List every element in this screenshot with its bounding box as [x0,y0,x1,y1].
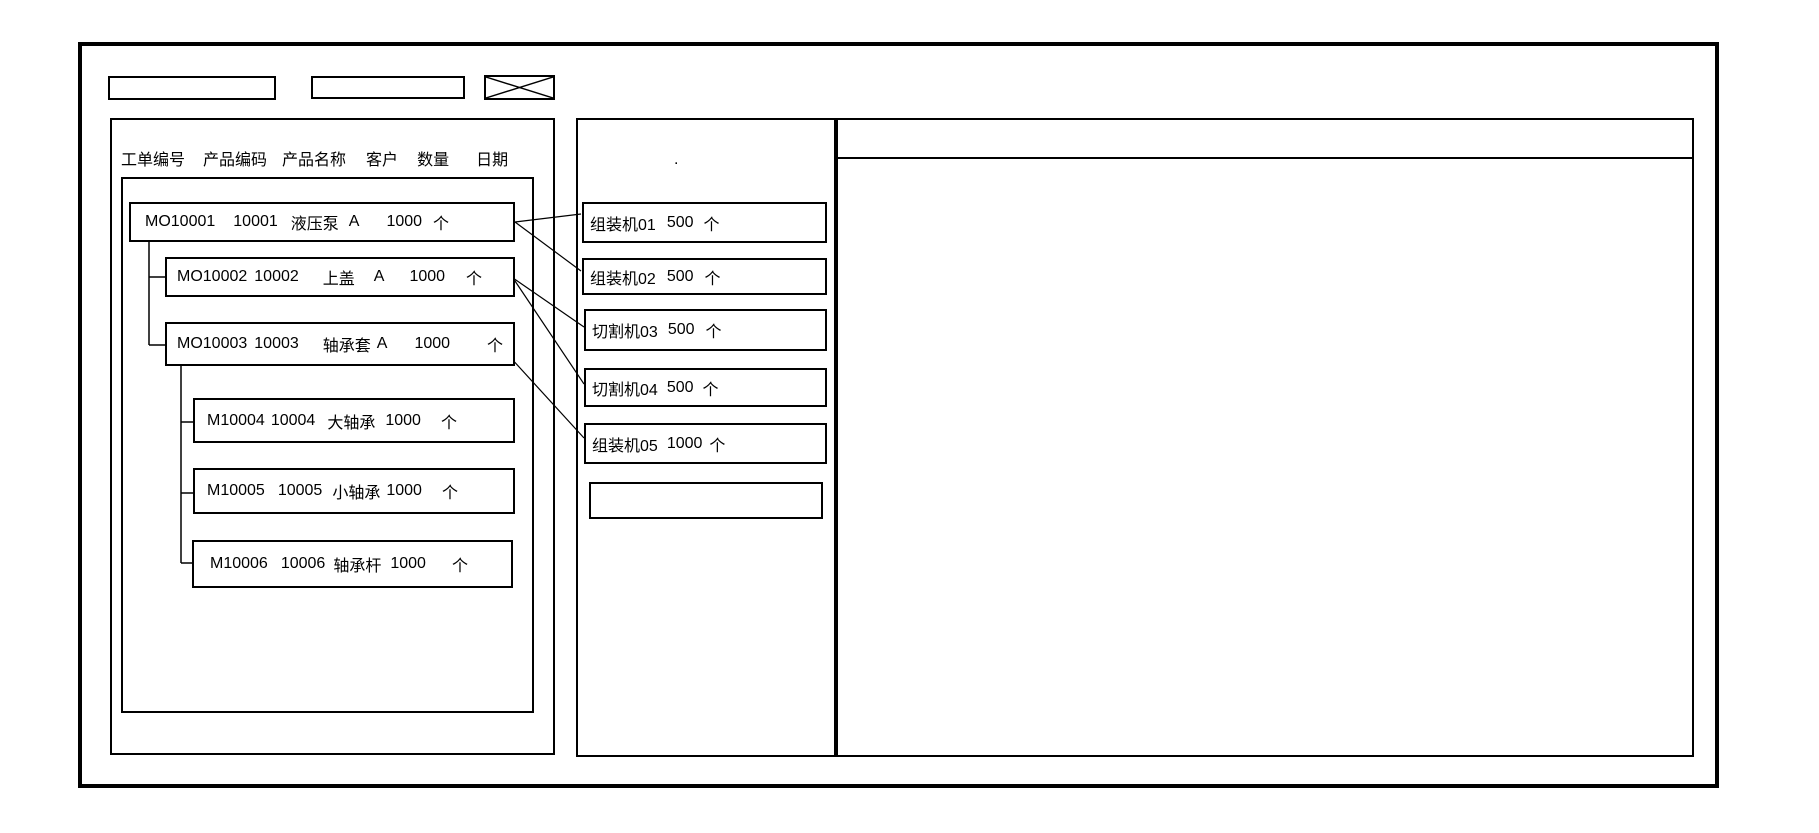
detail-panel-header [840,122,1690,155]
node-order-no: M10005 [207,482,265,499]
machine-name: 切割机03 [592,324,658,341]
close-box[interactable] [484,75,555,100]
node-product-name: 大轴承 [327,414,376,432]
machine-unit: 个 [702,381,719,399]
machine-box-05[interactable]: 组装机05 1000 个 [584,423,827,464]
node-product-code: 10002 [254,268,299,285]
node-order-no: MO10001 [145,213,216,230]
tree-node-m10006[interactable]: M10006 10006 轴承杆 1000 个 [192,540,513,588]
machine-qty: 1000 [666,434,703,452]
tree-node-mo10003[interactable]: MO10003 10003 轴承套 A 1000 个 [165,322,515,366]
window-frame [78,42,1719,788]
node-unit: 个 [487,338,504,355]
node-qty: 1000 [386,482,422,499]
header-qty: 数量 [417,152,450,169]
machine-unit: 个 [704,270,721,288]
header-product-code: 产品编码 [203,152,268,169]
machine-qty: 500 [666,213,694,231]
node-product-name: 小轴承 [332,485,381,502]
header-date: 日期 [476,152,509,169]
node-qty: 1000 [386,213,423,230]
machine-qty: 500 [666,267,694,285]
column-headers: 工单编号 产品编码 产品名称 客户 数量 日期 [121,146,508,170]
toolbar-field-2[interactable] [311,76,465,99]
node-unit: 个 [451,558,468,575]
node-product-code: 10005 [277,482,323,499]
stray-dot: . [674,151,679,168]
toolbar-field-1[interactable] [108,76,276,100]
node-qty: 1000 [414,335,451,352]
header-order-no: 工单编号 [121,152,186,169]
node-product-name: 轴承杆 [333,558,382,575]
node-product-code: 10004 [270,411,316,429]
machine-box-02[interactable]: 组装机02 500 个 [582,258,827,295]
node-qty: 1000 [385,411,421,429]
node-order-no: M10006 [210,555,268,572]
machine-unit: 个 [703,216,720,234]
node-qty: 1000 [390,555,426,572]
tree-container [121,177,534,713]
node-customer: A [376,335,388,352]
node-qty: 1000 [409,268,446,285]
tree-node-m10004[interactable]: M10004 10004 大轴承 1000 个 [193,398,515,443]
node-product-code: 10006 [280,555,326,572]
machine-name: 组装机05 [592,437,658,455]
node-order-no: M10004 [207,411,265,429]
tree-node-mo10002[interactable]: MO10002 10002 上盖 A 1000 个 [165,257,515,297]
node-customer: A [348,213,360,230]
node-customer: A [373,268,385,285]
node-unit: 个 [440,414,457,432]
node-order-no: MO10003 [177,335,248,352]
machine-box-03[interactable]: 切割机03 500 个 [584,309,827,351]
tree-node-mo10001[interactable]: MO10001 10001 液压泵 A 1000 个 [129,202,515,242]
machine-unit: 个 [705,324,722,341]
node-unit: 个 [466,271,483,288]
machine-box-empty[interactable] [589,482,823,519]
node-product-code: 10001 [233,213,278,230]
header-customer: 客户 [366,152,399,169]
machine-name: 切割机04 [592,381,658,399]
tree-node-m10005[interactable]: M10005 10005 小轴承 1000 个 [193,468,515,514]
machine-box-04[interactable]: 切割机04 500 个 [584,368,827,407]
node-order-no: MO10002 [177,268,248,285]
machine-name: 组装机01 [590,216,656,234]
detail-panel-header-divider [836,157,1694,159]
machine-unit: 个 [709,437,726,455]
machine-name: 组装机02 [590,270,656,288]
close-x-icon [485,76,554,99]
header-product-name: 产品名称 [282,152,347,169]
machine-qty: 500 [666,378,694,396]
node-product-name: 轴承套 [322,338,371,355]
machine-box-01[interactable]: 组装机01 500 个 [582,202,827,243]
node-product-code: 10003 [254,335,299,352]
node-unit: 个 [441,485,458,502]
node-product-name: 液压泵 [290,216,339,233]
node-product-name: 上盖 [322,271,355,288]
machine-qty: 500 [667,321,695,338]
detail-panel [836,118,1694,757]
node-unit: 个 [433,216,450,233]
